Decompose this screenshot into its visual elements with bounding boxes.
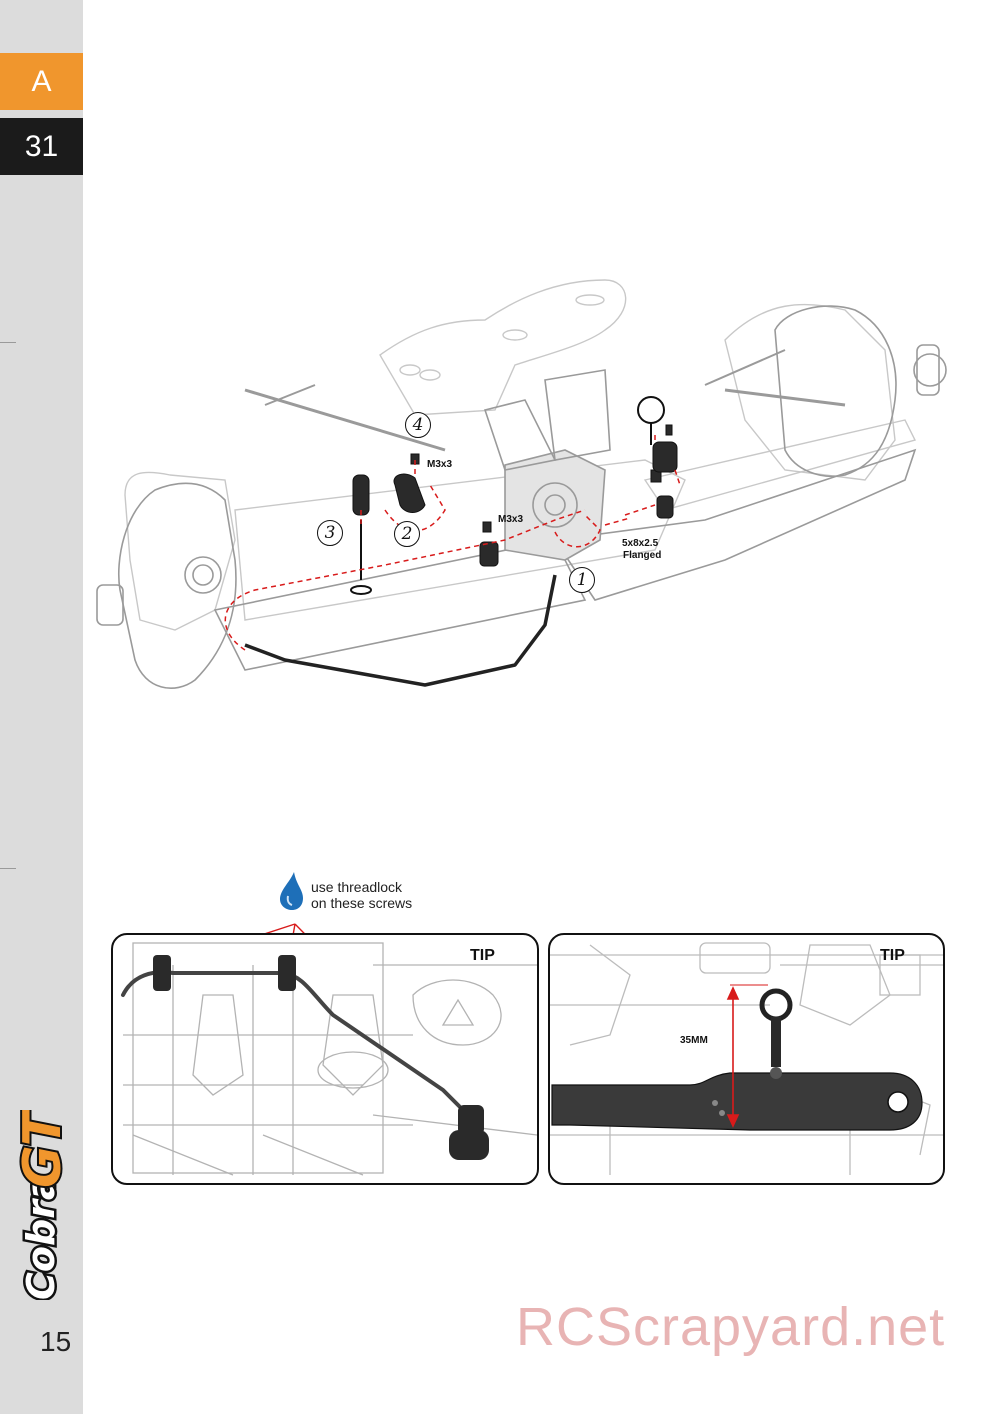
- margin-tick: [0, 342, 16, 343]
- tip-panel-right: TIP 35MM: [548, 933, 945, 1185]
- page-number: 15: [40, 1326, 72, 1357]
- margin-tick: [0, 868, 16, 869]
- note-line-2: on these screws: [311, 895, 413, 911]
- step-number-1: 1: [569, 567, 595, 593]
- step-number-4: 4: [405, 412, 431, 438]
- step-number-3: 3: [317, 520, 343, 546]
- dimension-label: 35MM: [680, 1035, 708, 1046]
- note-line-1: use threadlock: [311, 879, 403, 895]
- washer-callout-size: 5x8x2.5: [622, 538, 659, 549]
- step-number-2: 2: [394, 521, 420, 547]
- threadlock-note: use threadlock on these screws: [311, 879, 412, 911]
- section-tab: A: [0, 53, 83, 110]
- threadlock-drop-icon: [280, 872, 303, 910]
- watermark: RCScrapyard.net: [516, 1297, 946, 1357]
- assembly-diagram: 4 3 2 1 M3x3 M3x3 5x8x2.5 Flanged: [85, 180, 980, 740]
- tip-label: TIP: [470, 947, 495, 964]
- washer-callout-type: Flanged: [623, 550, 662, 561]
- svg-text:GT: GT: [14, 1110, 73, 1188]
- screw-callout: M3x3: [427, 459, 453, 470]
- tip-panel-left: TIP: [111, 933, 539, 1185]
- tip-label: TIP: [880, 947, 905, 964]
- svg-text:Cobra: Cobra: [19, 1174, 63, 1300]
- step-number-tab: 31: [0, 118, 83, 175]
- screw-callout: M3x3: [498, 514, 524, 525]
- cobra-gt-logo: Cobra GT: [14, 1110, 75, 1300]
- sidebar: A 31 Cobra GT 15: [0, 0, 83, 1414]
